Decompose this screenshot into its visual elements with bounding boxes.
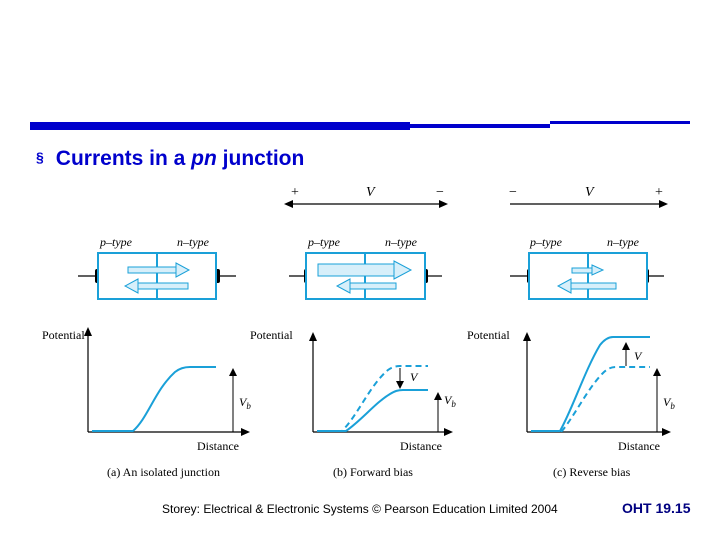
bias-arrowhead-right-icon — [659, 200, 668, 208]
axis-arrow-right-icon — [662, 428, 671, 436]
v-label: V — [410, 370, 419, 384]
bias-polarity-left: − — [509, 185, 517, 200]
vb-label: Vb — [663, 395, 675, 411]
potential-label: Potential — [467, 328, 510, 342]
heading-italic: pn — [191, 147, 217, 170]
bias-polarity-right: + — [655, 185, 663, 200]
n-type-label: n–type — [385, 235, 418, 249]
axis-arrow-up-icon — [523, 332, 531, 341]
v-shift-arrow-icon — [622, 342, 630, 350]
current-arrow-left — [335, 278, 397, 294]
bias-arrowhead-left-icon — [284, 200, 293, 208]
p-type-label: p–type — [529, 235, 563, 249]
v-shift-arrow-icon — [396, 381, 404, 389]
footer-credit: Storey: Electrical & Electronic Systems … — [162, 502, 558, 516]
vb-arrow-icon — [653, 368, 661, 376]
potential-curve — [92, 366, 216, 432]
axis-arrow-up-icon — [84, 327, 92, 336]
n-type-label: n–type — [607, 235, 640, 249]
panel-isolated: + − V p–type n–type Potential Distance — [42, 185, 448, 479]
bias-arrow-a: + − V — [284, 185, 448, 208]
current-arrow-right — [571, 264, 605, 276]
heading-suffix: junction — [216, 147, 305, 170]
vb-label: Vb — [444, 393, 456, 409]
axis-arrow-right-icon — [444, 428, 453, 436]
potential-curve-forward — [317, 389, 428, 432]
potential-curve-unbiased — [317, 365, 428, 432]
axis-arrow-right-icon — [241, 428, 250, 436]
bullet-icon: § — [36, 149, 44, 165]
panel-reverse: − + V p–type n–type Potential Distance — [467, 185, 675, 479]
current-arrow-left — [556, 278, 617, 294]
heading-prefix: Currents in a — [55, 147, 192, 170]
panel-forward: p–type n–type Potential Distance V Vb — [250, 235, 456, 479]
slide-heading: § Currents in a pn junction — [36, 147, 304, 171]
vb-arrow-icon — [434, 392, 442, 400]
v-label: V — [634, 349, 643, 363]
title-rule-thick — [30, 122, 410, 130]
caption-forward: (b) Forward bias — [333, 465, 413, 479]
caption-isolated: (a) An isolated junction — [107, 465, 220, 479]
potential-curve-reverse — [531, 336, 650, 432]
potential-label: Potential — [250, 328, 293, 342]
distance-label: Distance — [400, 439, 442, 453]
bias-polarity-left: + — [291, 185, 299, 200]
title-rule-mid — [410, 124, 550, 128]
potential-label: Potential — [42, 328, 85, 342]
bias-arrow-c: − + V — [509, 185, 668, 208]
vb-arrow-icon — [229, 368, 237, 376]
current-arrow-left — [123, 278, 189, 294]
p-type-label: p–type — [99, 235, 133, 249]
distance-label: Distance — [197, 439, 239, 453]
p-type-label: p–type — [307, 235, 341, 249]
bias-voltage-label: V — [366, 185, 376, 200]
bias-arrowhead-right-icon — [439, 200, 448, 208]
current-arrow-right — [317, 260, 413, 280]
title-rule-thin — [550, 121, 690, 124]
axis-arrow-up-icon — [309, 332, 317, 341]
current-arrow-right — [127, 262, 191, 278]
distance-label: Distance — [618, 439, 660, 453]
caption-reverse: (c) Reverse bias — [553, 465, 631, 479]
bias-polarity-right: − — [436, 185, 444, 200]
n-type-label: n–type — [177, 235, 210, 249]
potential-curve-unbiased — [531, 366, 650, 432]
slide-number: OHT 19.15 — [622, 500, 691, 516]
vb-label: Vb — [239, 395, 251, 411]
bias-voltage-label: V — [585, 185, 595, 200]
